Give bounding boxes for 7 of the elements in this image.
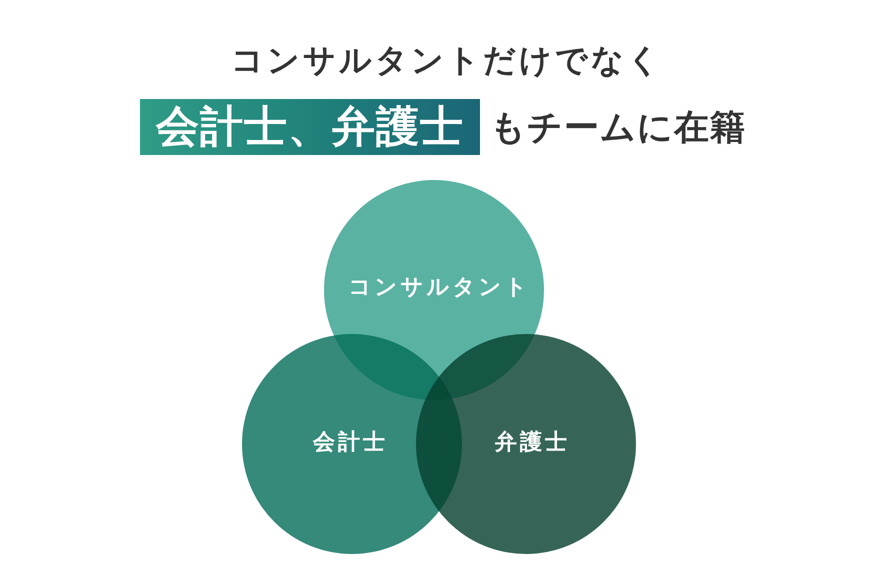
circle-label: コンサルタント <box>348 274 530 302</box>
circle-label: 弁護士 <box>494 430 570 456</box>
venn-circle <box>416 334 636 554</box>
circle-label: 会計士 <box>312 430 388 456</box>
highlighted-text: 会計士、弁護士 <box>140 99 480 155</box>
heading-text: コンサルタントだけでなく <box>230 40 652 80</box>
heading-text: もチームに在籍 <box>490 107 746 150</box>
